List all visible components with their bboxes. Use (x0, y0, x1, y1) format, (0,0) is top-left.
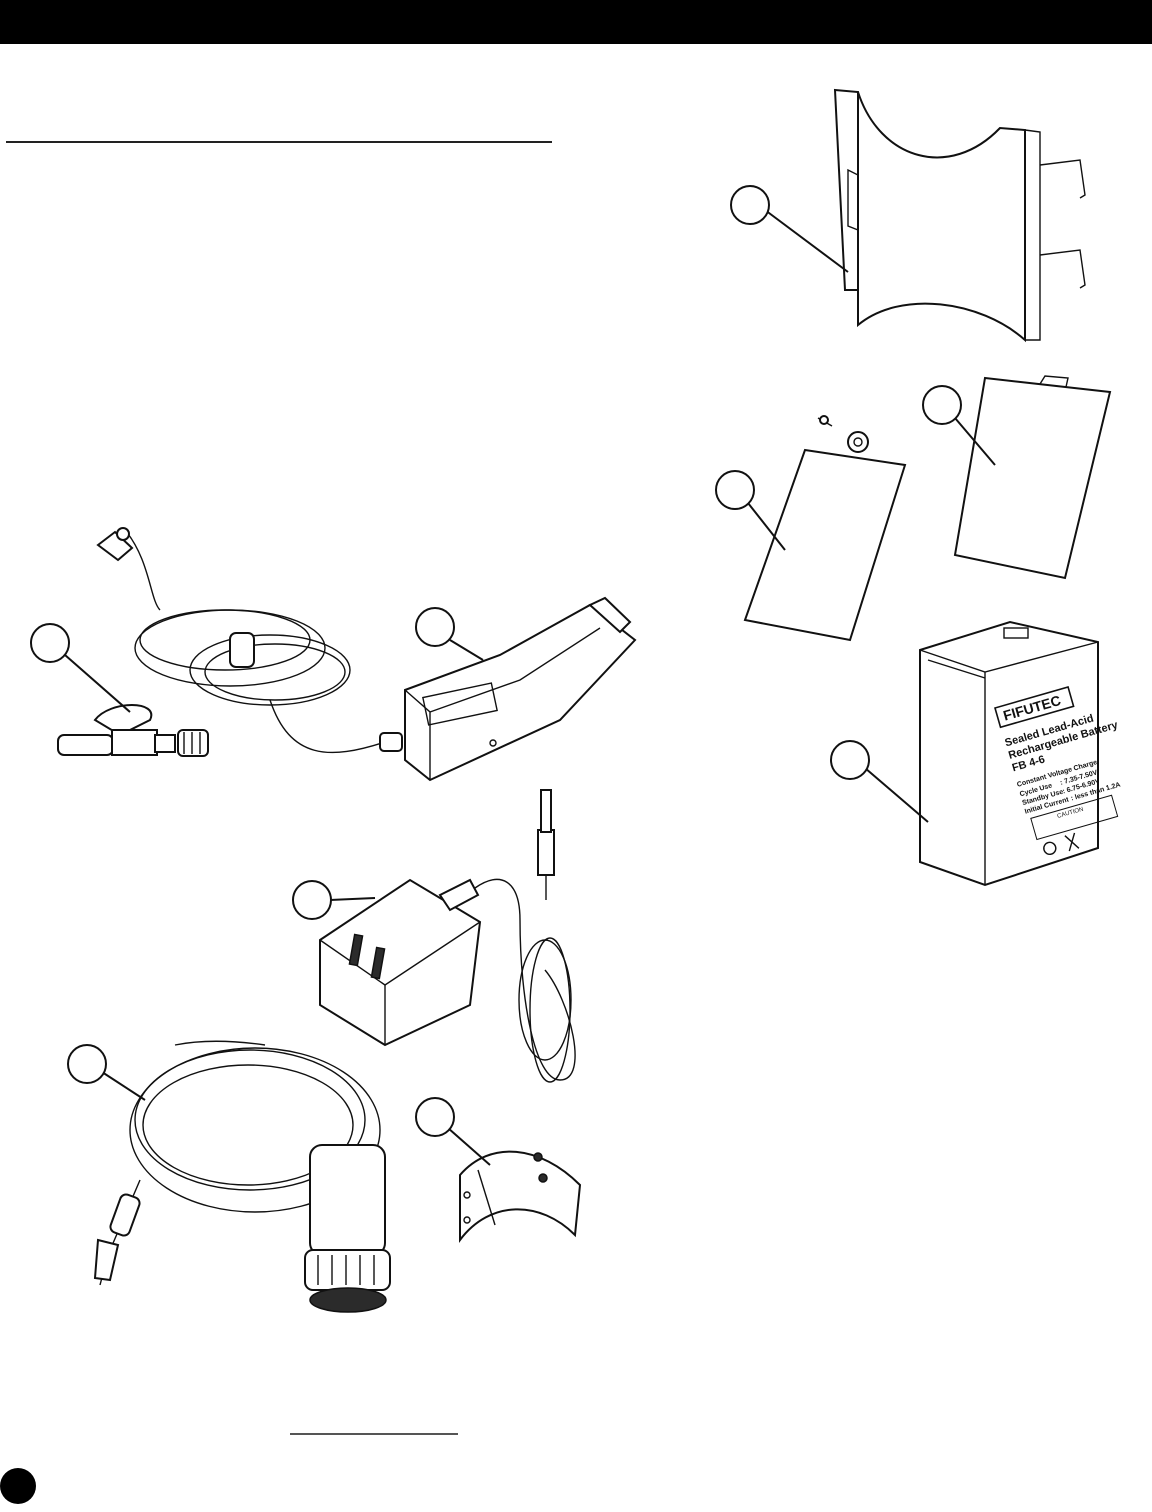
callout-back-plate (922, 385, 996, 466)
callout-battery (830, 740, 929, 823)
page-number-marker (0, 1468, 36, 1504)
mounting-bracket (833, 88, 1086, 343)
cigarette-lighter-adapter (404, 596, 637, 782)
wall-ac-adapter (319, 789, 576, 1083)
callout-clamp-bracket (415, 1097, 491, 1166)
car-adapter-cord (96, 527, 403, 754)
callout-clip-connector (30, 623, 131, 713)
callout-cover-plate (715, 470, 786, 551)
callout-mounting-bracket (730, 185, 849, 273)
callout-power-cable (67, 1044, 146, 1101)
section-title-underline (6, 141, 552, 143)
back-plate (953, 375, 1112, 580)
page-header-bar (0, 0, 1152, 44)
footer-underline (290, 1433, 458, 1435)
hardwire-power-cable (93, 1040, 391, 1313)
callout-wall-adapter (292, 880, 376, 920)
clamp-bracket (459, 1150, 582, 1243)
battery-cover-plate (743, 415, 907, 642)
battery-clip-connector (57, 704, 209, 757)
callout-car-adapter (415, 607, 484, 661)
battery (919, 620, 1099, 887)
